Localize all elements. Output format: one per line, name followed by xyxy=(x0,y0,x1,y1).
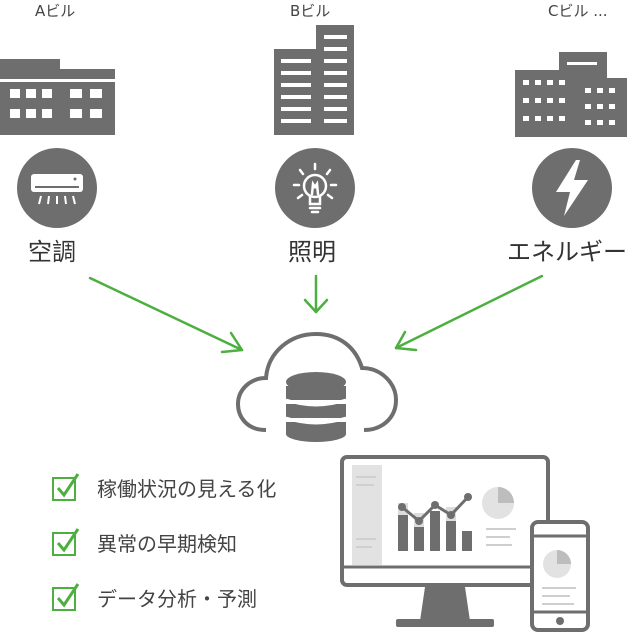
category-energy-label: エネルギー xyxy=(507,238,627,266)
building-b-icon xyxy=(274,25,354,135)
light-bulb-circle xyxy=(275,148,355,228)
building-a-label: Aビル xyxy=(35,2,76,20)
building-b-label: Bビル xyxy=(290,2,331,20)
checkbox-icon xyxy=(52,473,80,501)
building-c-label: Cビル ... xyxy=(548,2,608,20)
air-conditioner-circle xyxy=(17,148,97,228)
building-a-icon xyxy=(0,59,115,135)
air-conditioner-icon xyxy=(31,174,83,205)
category-air-label: 空調 xyxy=(28,238,76,266)
lightning-circle xyxy=(532,148,612,228)
arrow-light-to-cloud xyxy=(303,274,329,314)
smartphone-dashboard-icon xyxy=(530,520,590,632)
arrow-energy-to-cloud xyxy=(394,274,544,352)
cloud-database-icon xyxy=(235,331,399,442)
building-c-icon xyxy=(515,52,627,137)
checkbox-icon xyxy=(52,583,80,611)
category-light-label: 照明 xyxy=(288,238,336,266)
checkbox-icon xyxy=(52,528,80,556)
monitor-dashboard-icon xyxy=(340,455,550,627)
light-bulb-icon xyxy=(292,162,338,214)
benefit-label: 異常の早期検知 xyxy=(97,531,237,556)
lightning-icon xyxy=(556,160,588,216)
benefit-label: データ分析・予測 xyxy=(97,586,257,611)
arrow-air-to-cloud xyxy=(88,276,244,354)
benefit-label: 稼働状況の見える化 xyxy=(97,476,277,501)
